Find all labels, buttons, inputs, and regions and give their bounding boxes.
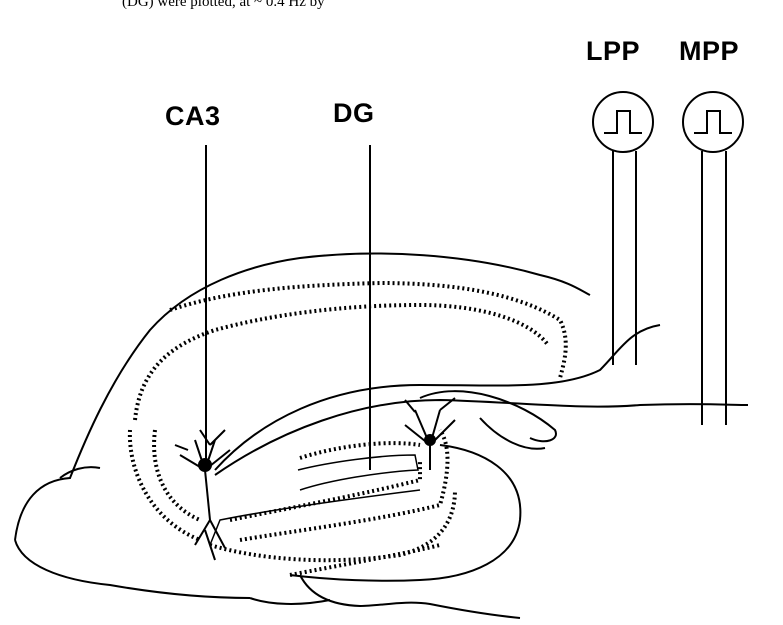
granule-cell-layer bbox=[209, 428, 457, 577]
mpp-stimulator bbox=[682, 91, 744, 425]
pyramidal-cell-layer bbox=[127, 280, 568, 542]
square-pulse-icon bbox=[694, 110, 732, 134]
mpp-label: MPP bbox=[679, 36, 740, 66]
ca3-label: CA3 bbox=[165, 101, 221, 131]
lpp-stimulator bbox=[592, 91, 654, 365]
caption-fragment: (DG) were plotted, at ~ 0.4 Hz by bbox=[122, 0, 325, 10]
dentate-gyrus-outline bbox=[209, 454, 421, 546]
lpp-label: LPP bbox=[586, 36, 641, 66]
ca3-neuron bbox=[174, 429, 231, 561]
dg-granule-neuron bbox=[404, 397, 456, 470]
square-pulse-icon bbox=[604, 110, 642, 134]
brain-outline bbox=[14, 252, 591, 619]
dg-label: DG bbox=[333, 98, 375, 128]
perforant-path-fibers bbox=[214, 324, 749, 476]
